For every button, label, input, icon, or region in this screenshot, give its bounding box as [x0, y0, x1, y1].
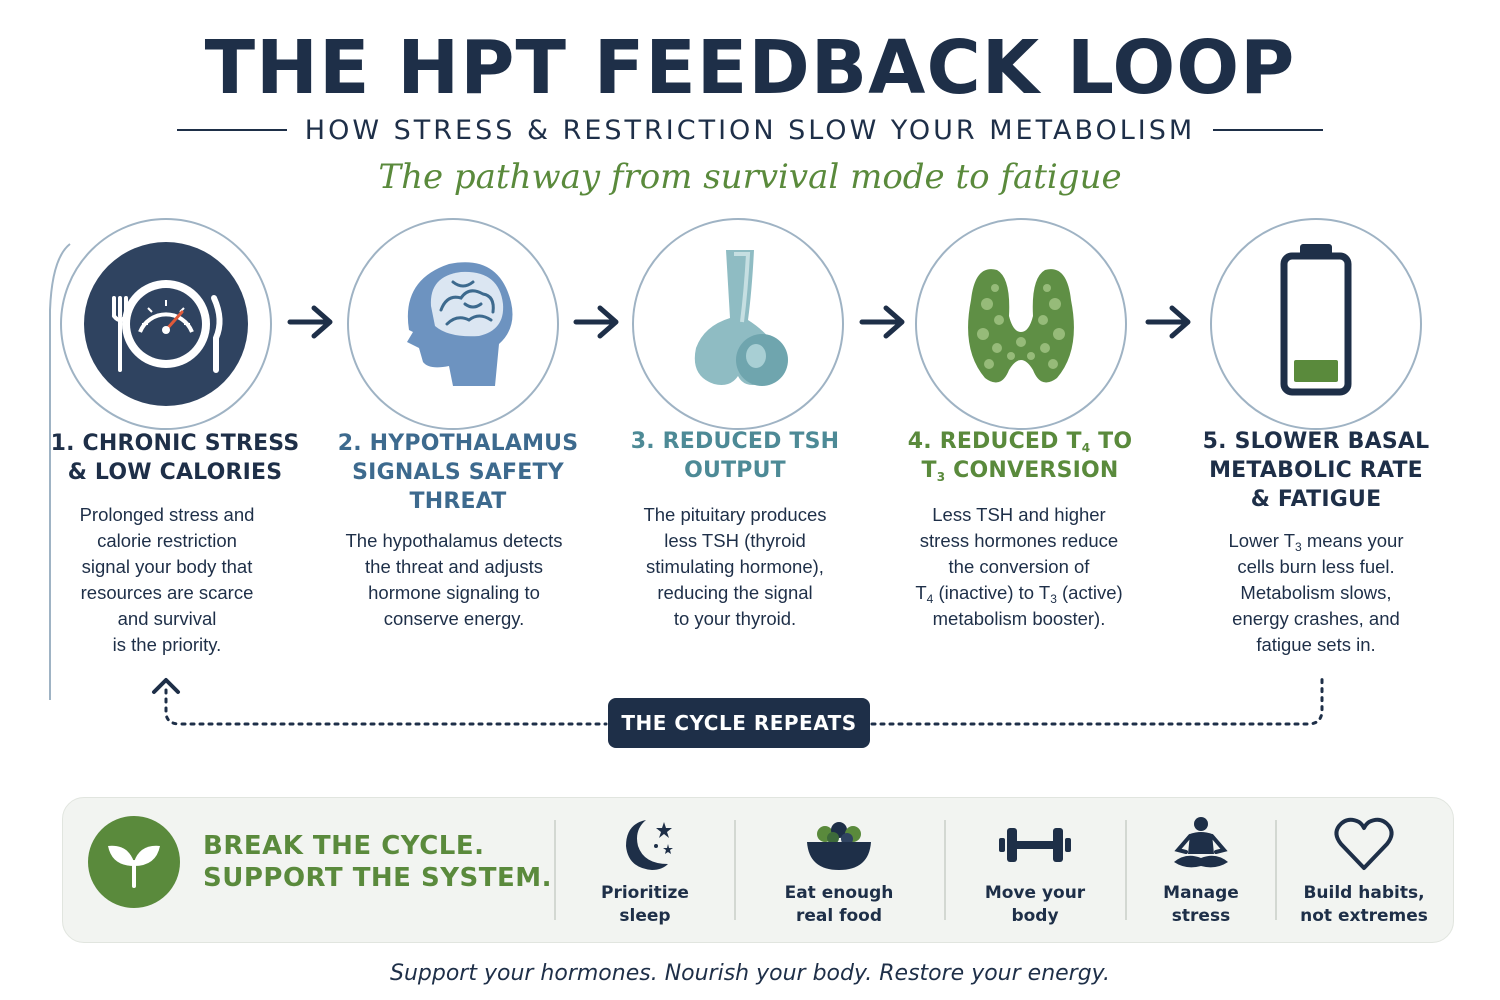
tip-move-label: Move your body — [984, 883, 1086, 926]
tip-food: Eat enough real food — [764, 812, 914, 932]
step-2-description: The hypothalamus detects the threat and … — [345, 530, 563, 629]
sprout-badge — [88, 816, 180, 908]
page-title: THE HPT FEEDBACK LOOP — [204, 25, 1296, 111]
salad-bowl-icon — [807, 822, 871, 870]
break-cycle-panel — [62, 797, 1454, 943]
step-5-description: Lower T3 means your cells burn less fuel… — [1228, 530, 1404, 655]
stress-plate-gauge-icon — [84, 242, 248, 406]
break-cycle-heading: BREAK THE CYCLE. SUPPORT THE SYSTEM. — [203, 830, 552, 894]
loop-arrowhead-icon — [152, 678, 180, 694]
sprout-leaf-icon — [108, 845, 160, 888]
step-2-circle — [347, 218, 559, 430]
tip-stress: Manage stress — [1135, 812, 1267, 932]
thyroid-gland-icon — [968, 269, 1074, 383]
cycle-repeats-badge: THE CYCLE REPEATS — [608, 698, 870, 748]
panel-divider — [1125, 820, 1127, 920]
low-battery-icon — [1280, 244, 1352, 396]
brain-head-icon — [407, 262, 513, 386]
dumbbell-icon — [999, 828, 1071, 862]
tagline: The pathway from survival mode to fatigu… — [378, 157, 1122, 197]
tip-move: Move your body — [960, 812, 1110, 932]
subtitle-rule-right — [1213, 129, 1324, 131]
arrow-right-icon — [859, 305, 905, 339]
panel-divider — [944, 820, 946, 920]
step-4-description: Less TSH and higher stress hormones redu… — [915, 504, 1123, 629]
subtitle: HOW STRESS & RESTRICTION SLOW YOUR METAB… — [304, 114, 1196, 146]
step-3-description: The pituitary produces less TSH (thyroid… — [643, 504, 827, 629]
panel-divider — [734, 820, 736, 920]
break-cycle-line-1: BREAK THE CYCLE. — [203, 831, 485, 861]
tip-habits: Build habits, not extremes — [1290, 812, 1438, 932]
step-1-title: 1. CHRONIC STRESS & LOW CALORIES — [50, 431, 300, 485]
subtitle-row: HOW STRESS & RESTRICTION SLOW YOUR METAB… — [0, 110, 1500, 150]
arrow-right-icon — [287, 305, 333, 339]
meditation-icon — [1174, 817, 1228, 868]
arrow-right-icon — [573, 305, 619, 339]
panel-divider — [1275, 820, 1277, 920]
step-3-circle — [632, 218, 844, 430]
subtitle-rule-left — [176, 129, 287, 131]
break-cycle-line-2: SUPPORT THE SYSTEM. — [203, 863, 553, 893]
tip-stress-label: Manage stress — [1163, 883, 1239, 926]
step-4-circle — [915, 218, 1127, 430]
step-1-circle — [60, 218, 272, 430]
tip-sleep: Prioritize sleep — [570, 812, 720, 932]
step-5-title: 5. SLOWER BASAL METABOLIC RATE & FATIGUE — [1202, 429, 1430, 512]
tip-sleep-label: Prioritize sleep — [601, 883, 689, 926]
panel-divider — [554, 820, 556, 920]
heart-outline-icon — [1334, 817, 1394, 870]
pituitary-gland-icon — [694, 250, 788, 386]
step-3-title: 3. REDUCED TSH OUTPUT — [630, 429, 840, 483]
tip-food-label: Eat enough real food — [784, 883, 894, 926]
step-5-circle — [1210, 218, 1422, 430]
step-4-title: 4. REDUCED T4 TO T3 CONVERSION — [907, 429, 1133, 484]
step-1-description: Prolonged stress and calorie restriction… — [79, 504, 255, 655]
step-2-title: 2. HYPOTHALAMUS SIGNALS SAFETY THREAT — [337, 431, 579, 514]
moon-stars-icon — [626, 820, 673, 870]
arrow-right-icon — [1145, 305, 1191, 339]
tip-habits-label: Build habits, not extremes — [1300, 883, 1428, 926]
footer-tagline: Support your hormones. Nourish your body… — [390, 961, 1110, 986]
